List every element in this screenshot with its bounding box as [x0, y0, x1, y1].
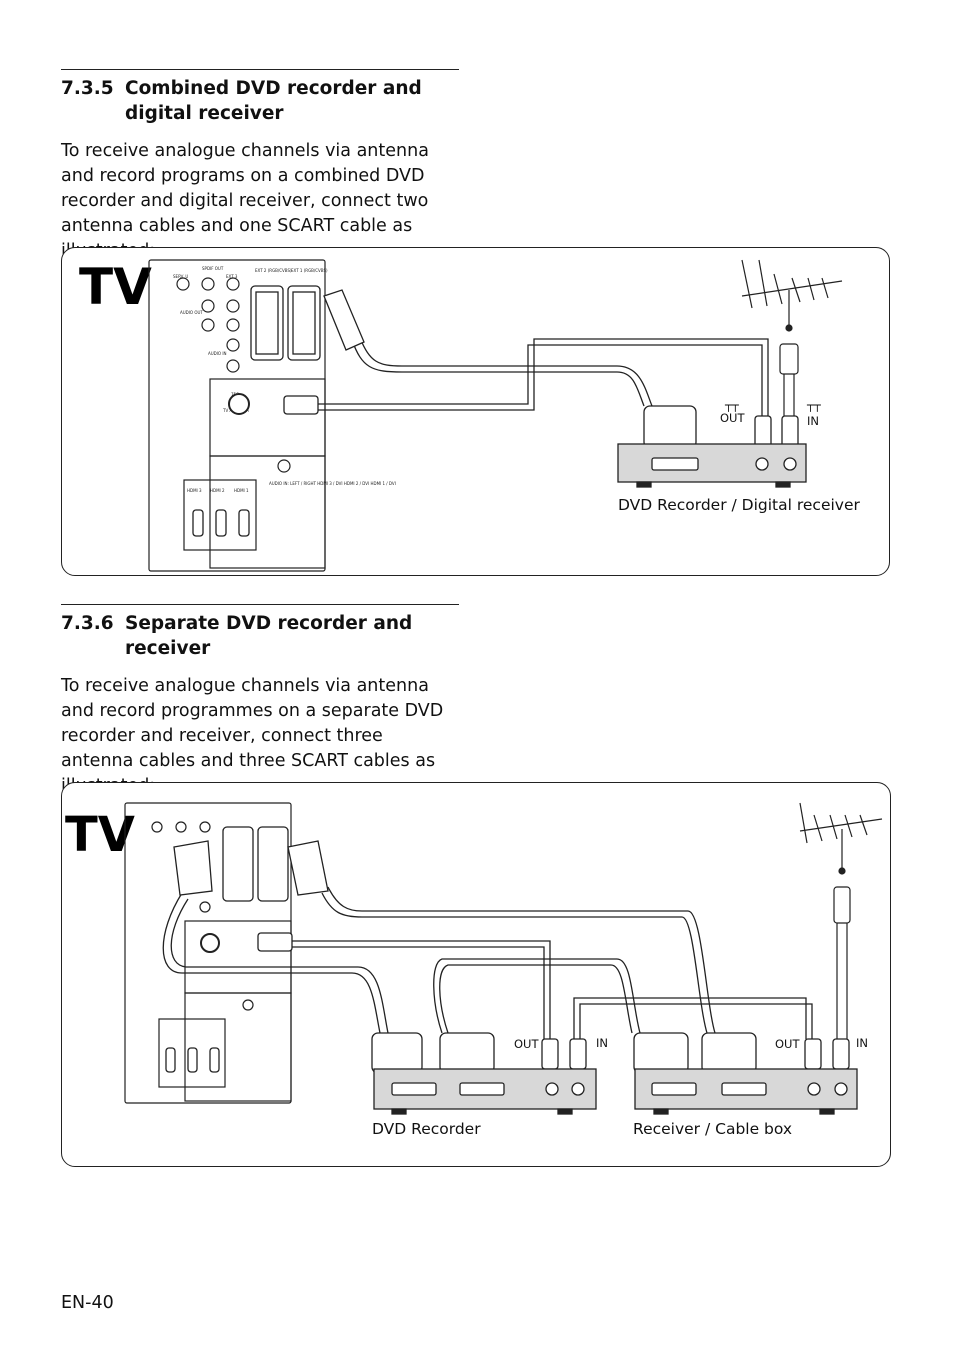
section-number-1: 7.3.5 [61, 78, 114, 99]
page-number: EN-40 [61, 1293, 114, 1313]
port-label: HDMI 3 [187, 488, 202, 493]
tv-label: TV [79, 258, 152, 316]
port-label: EXT 1 (RGB/CVBS) [291, 268, 328, 273]
port-label: EXT 3 [226, 274, 238, 279]
scart-socket-ext2 [250, 285, 284, 361]
section-rule-2 [61, 604, 459, 605]
tv-label: TV [65, 807, 135, 863]
section-heading-1: 7.3.5 Combined DVD recorder and digital … [61, 76, 461, 126]
antenna-cable-out [283, 338, 769, 416]
tv-back-panel [124, 802, 292, 1104]
device-plugs [541, 1038, 850, 1070]
port-label: SERV. U [173, 274, 188, 279]
section-title-1: Combined DVD recorder and digital receiv… [125, 78, 422, 124]
scart-cables [162, 886, 716, 1034]
antenna-symbol-in: ┬┬ [806, 398, 822, 413]
dvd-recorder-digital-receiver [617, 443, 807, 488]
port-label: AUDIO IN: LEFT / RIGHT HDMI 3 / DVI HDMI… [269, 481, 396, 486]
diagram-separate-dvd-receiver: TV [61, 782, 891, 1167]
port-label: AUDIO IN [208, 351, 227, 356]
section-body-2: To receive analogue channels via antenna… [61, 676, 444, 796]
port-label: AUDIO OUT [180, 310, 203, 315]
device-caption: DVD Recorder / Digital receiver [618, 496, 861, 514]
scart-cable [351, 337, 653, 407]
section-title-2: Separate DVD recorder and receiver [125, 613, 413, 659]
scart-sockets [222, 826, 289, 902]
port-label: HDMI 1 [234, 488, 249, 493]
section-body-1: To receive analogue channels via antenna… [61, 141, 429, 261]
device2-caption: Receiver / Cable box [633, 1120, 792, 1138]
scart-plug-device [643, 405, 697, 449]
device-plugs [754, 415, 799, 449]
device1-caption: DVD Recorder [372, 1120, 481, 1138]
tv-small-labels: SERV. U SPDIF OUT EXT 3 EXT 2 (RGB/CVBS)… [173, 266, 396, 493]
tv-back-panel [148, 259, 326, 572]
scart-plug-tv [323, 289, 365, 351]
antenna-cables [257, 932, 813, 1039]
port-label: SPDIF OUT [202, 266, 224, 271]
antenna [741, 259, 843, 416]
in-label: IN [596, 1036, 608, 1050]
section-number-2: 7.3.6 [61, 613, 114, 634]
out-label: OUT [720, 411, 745, 425]
dvd-recorder [373, 1068, 597, 1115]
diagram-1-svg: TV SERV. U SPDIF OUT EXT 3 EXT 2 (RGB/CV… [79, 258, 861, 572]
port-label: EXT 2 (RGB/CVBS) [255, 268, 292, 273]
in-label: IN [856, 1036, 868, 1050]
scart-plugs [173, 840, 757, 1074]
port-label: HDMI 2 [210, 488, 225, 493]
tv-round-jacks [176, 277, 291, 473]
in-label: IN [807, 414, 819, 428]
antenna [799, 802, 883, 1039]
out-label: OUT [775, 1037, 800, 1051]
receiver-cable-box [634, 1068, 858, 1115]
antenna-symbol-out: ┬┬ [724, 398, 740, 413]
diagram-combined-dvd-receiver: TV SERV. U SPDIF OUT EXT 3 EXT 2 (RGB/CV… [61, 247, 890, 576]
tv-round-jacks [151, 821, 254, 1011]
section-rule-1 [61, 69, 459, 70]
out-label: OUT [514, 1037, 539, 1051]
scart-socket-ext1 [287, 285, 321, 361]
hdmi-sockets [192, 509, 250, 537]
diagram-2-svg: TV [65, 802, 883, 1138]
hdmi-sockets [165, 1047, 220, 1073]
section-heading-2: 7.3.6 Separate DVD recorder and receiver [61, 611, 461, 661]
